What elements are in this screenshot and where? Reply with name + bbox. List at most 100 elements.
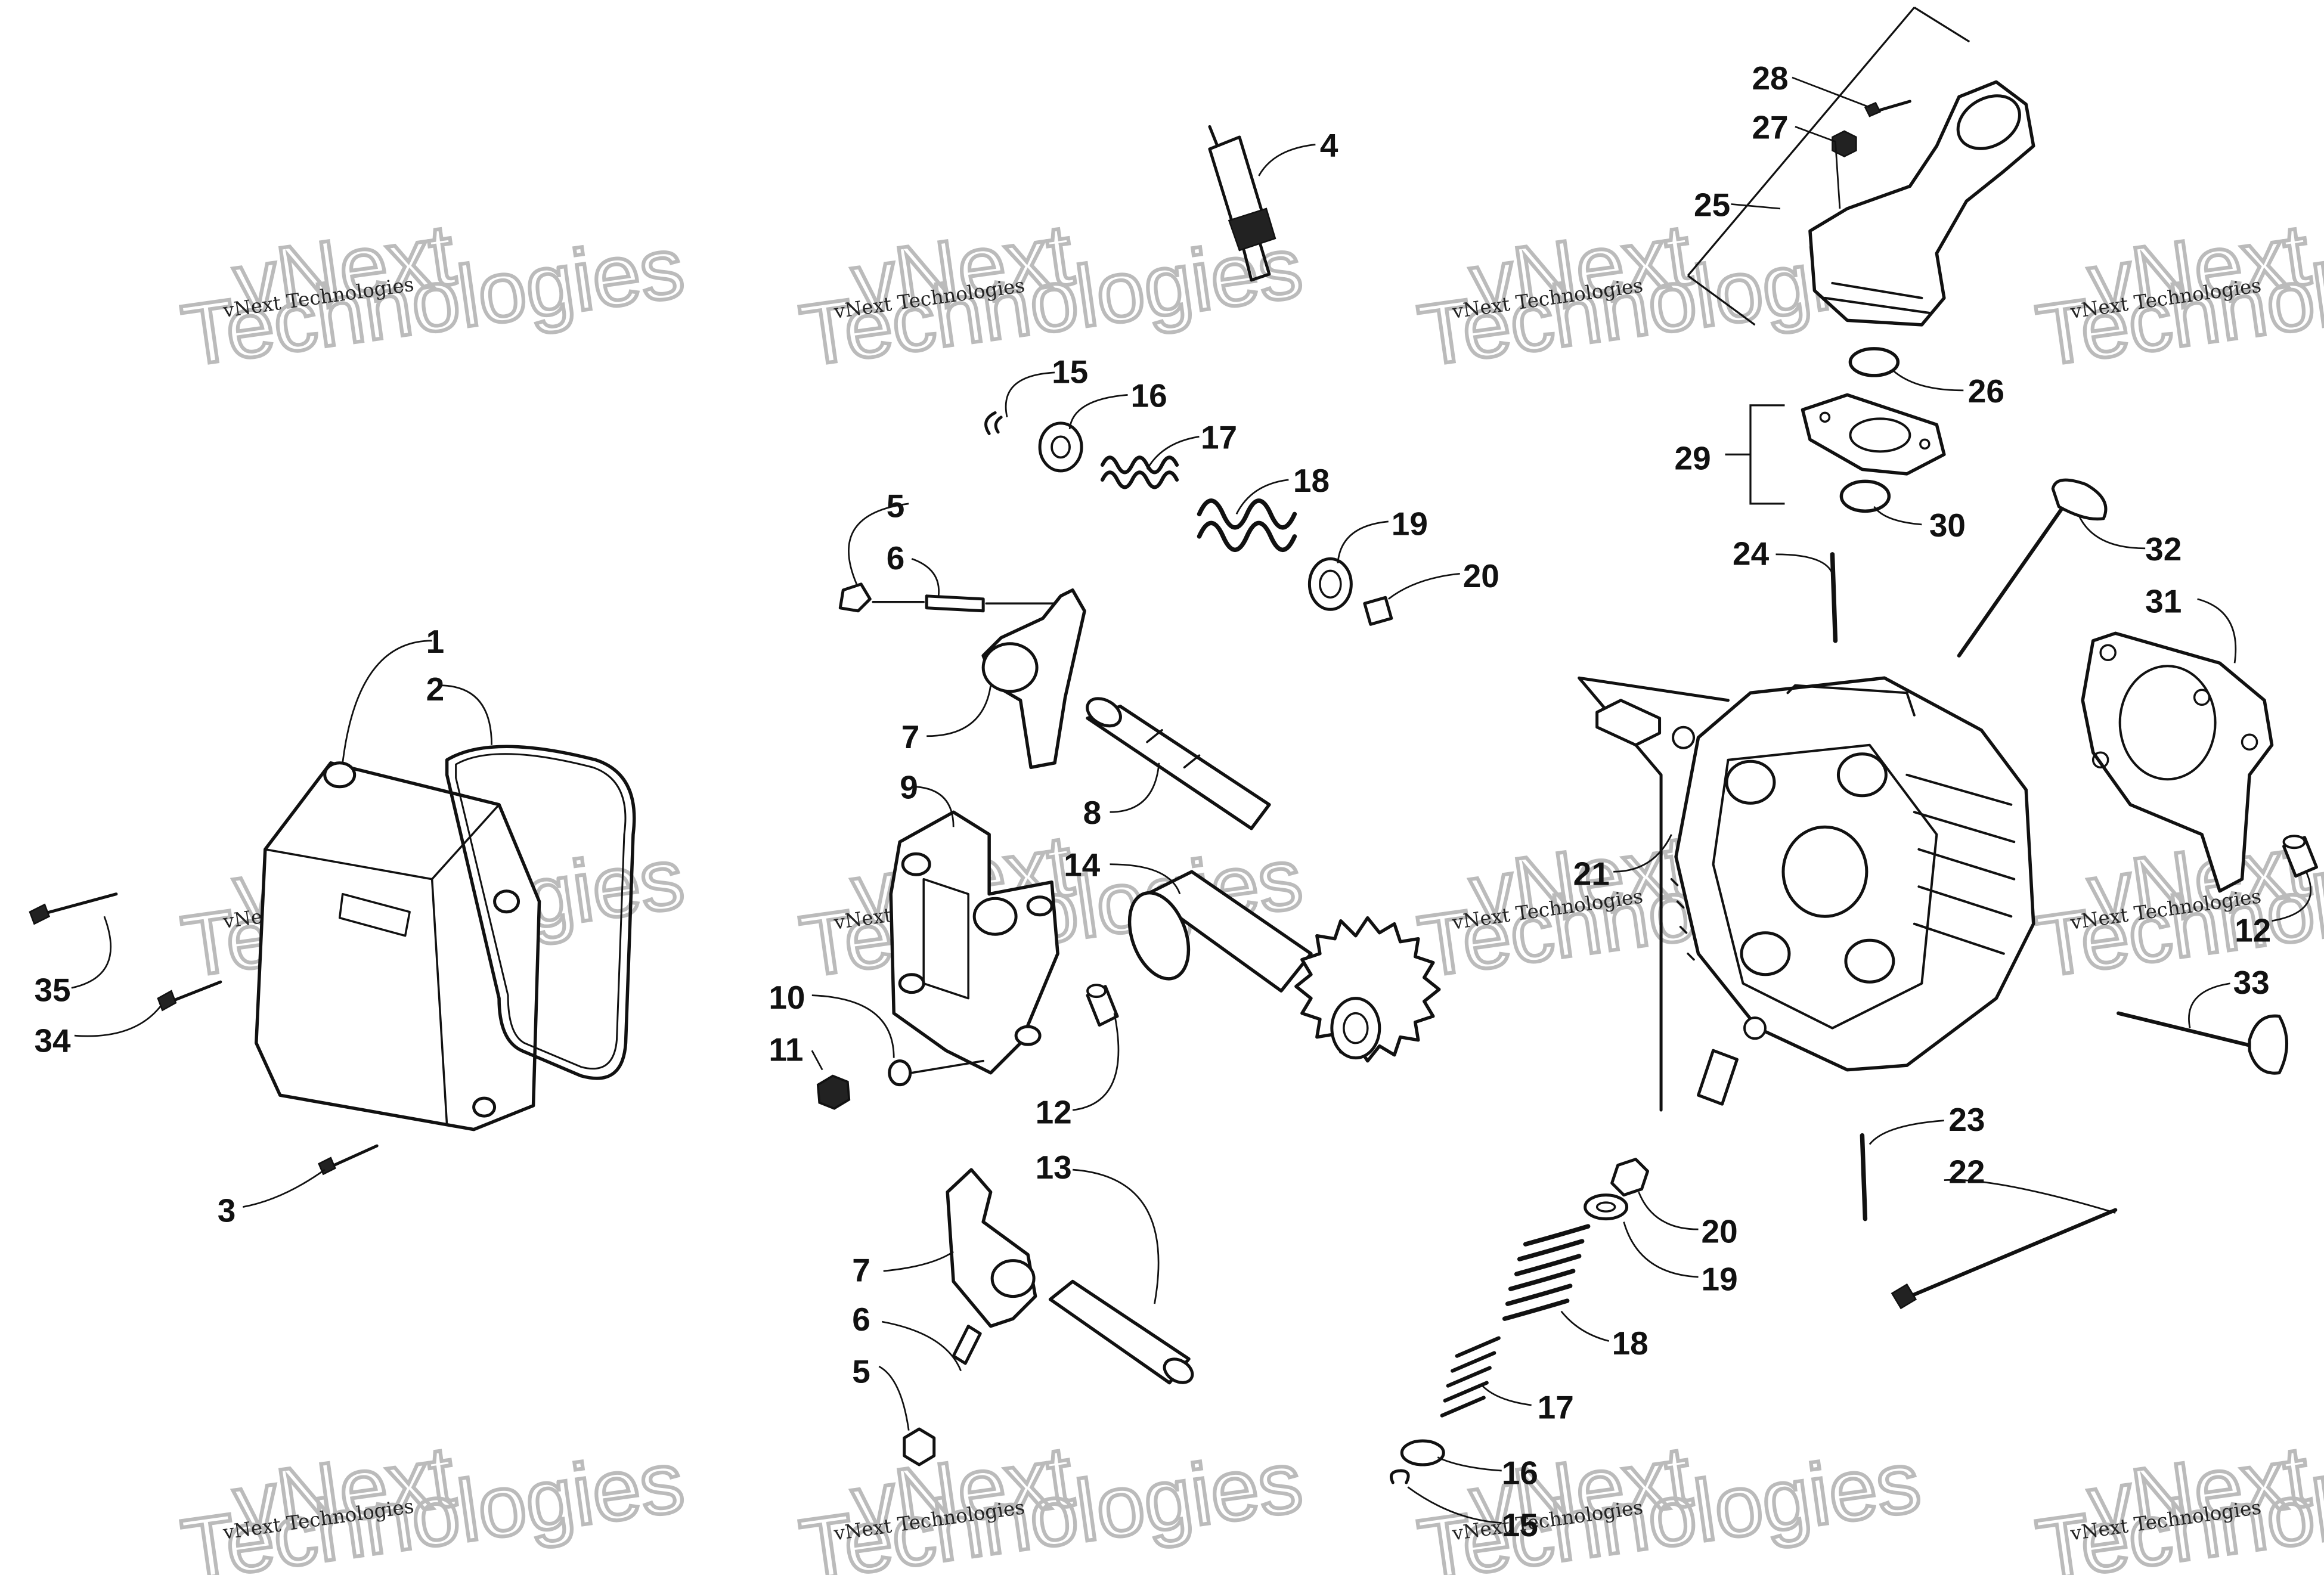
- nut-washer-drawing: [816, 1059, 984, 1110]
- callout-16-lower: 16: [1502, 1455, 1538, 1492]
- leader-line: [1146, 436, 1200, 470]
- callout-13: 13: [1036, 1149, 1072, 1186]
- head-cover-gasket-drawing: [445, 745, 636, 1080]
- cylinder-head-cover-drawing: [255, 761, 541, 1131]
- leader-line: [1407, 1486, 1502, 1524]
- spark-plug-drawing: [1208, 125, 1276, 282]
- watermark: vNext Technologies vNext Technologies: [2029, 1425, 2324, 1575]
- watermark: vNext Technologies vNext Technologies: [1411, 1425, 1928, 1575]
- callout-25: 25: [1694, 186, 1730, 223]
- leader-line: [71, 916, 112, 989]
- leader-line: [1891, 368, 1964, 392]
- camshaft-sprocket-drawing: [1127, 870, 1441, 1063]
- rocker-shaft-drawing: [1086, 697, 1271, 830]
- callout-18-lower: 18: [1612, 1325, 1649, 1362]
- leader-line: [1482, 1385, 1532, 1406]
- leader-line: [1560, 1310, 1609, 1342]
- leader-line: [342, 640, 432, 763]
- callout-21: 21: [1573, 855, 1610, 892]
- leader-line: [916, 786, 955, 827]
- callout-9: 9: [900, 769, 918, 806]
- group-bracket-29: [1725, 404, 1785, 505]
- o-ring-26-drawing: [1848, 347, 1900, 377]
- leader-line: [2197, 598, 2237, 664]
- callout-19-upper: 19: [1392, 505, 1428, 542]
- callout-5-upper: 5: [887, 487, 905, 524]
- bolt-35-drawing: [29, 892, 118, 925]
- watermark: vNext Technologies vNext Technologies: [2029, 204, 2324, 386]
- leader-line: [1869, 1120, 1944, 1145]
- leader-line: [2188, 982, 2230, 1028]
- leader-line: [2272, 871, 2312, 922]
- callout-8: 8: [1083, 794, 1102, 831]
- watermark: vNext Technologies vNext Technologies: [175, 1425, 691, 1575]
- callout-15-lower: 15: [1502, 1506, 1538, 1543]
- leader-lines: [71, 76, 2312, 1524]
- long-bolt-22-drawing: [1891, 1208, 2118, 1310]
- lower-rocker-arm-drawing: [903, 1168, 1037, 1467]
- callout-labels: 1 2 3 4 5 5 6 6 7 7 8 9 10 11 12 12 13 1…: [34, 60, 2271, 1543]
- leader-line: [1638, 1192, 1699, 1230]
- leader-line: [1005, 371, 1055, 418]
- callout-31: 31: [2145, 582, 2182, 619]
- intake-nut-bolt-drawing: [1832, 100, 1911, 157]
- leader-line: [439, 684, 492, 745]
- watermark: vNext Technologies vNext Technologies: [2029, 815, 2324, 997]
- o-ring-30-drawing: [1839, 479, 1891, 513]
- callout-20-lower: 20: [1702, 1213, 1738, 1250]
- callout-23: 23: [1948, 1101, 1985, 1138]
- upper-rocker-arm-drawing: [838, 582, 1086, 770]
- intake-pipe-drawing: [1808, 80, 2035, 327]
- callout-34: 34: [34, 1022, 71, 1059]
- leader-line: [1775, 553, 1833, 574]
- leader-line: [911, 558, 940, 596]
- leader-line: [883, 1251, 954, 1272]
- leader-line: [1437, 1456, 1502, 1472]
- callout-18-upper: 18: [1293, 462, 1330, 499]
- leader-line: [878, 1365, 910, 1431]
- camshaft-holder-drawing: [889, 810, 1059, 1075]
- callout-32: 32: [2145, 531, 2182, 568]
- leader-line: [1613, 834, 1672, 873]
- cylinder-gasket-drawing: [2081, 631, 2274, 893]
- watermark: vNext Technologies vNext Technologies: [793, 204, 1309, 386]
- leader-line: [243, 1169, 326, 1208]
- callout-30: 30: [1929, 507, 1966, 544]
- dowel-pin-12-right-drawing: [2282, 835, 2319, 878]
- leader-line: [1873, 506, 1922, 526]
- callout-33: 33: [2233, 964, 2270, 1001]
- valve-32-drawing: [1957, 478, 2108, 658]
- bolt-3-drawing: [318, 1144, 379, 1176]
- leader-line: [1110, 863, 1181, 895]
- callout-24: 24: [1733, 535, 1770, 572]
- leader-line: [1387, 572, 1460, 600]
- insulator-drawing: [1801, 393, 1946, 476]
- callout-26: 26: [1968, 373, 2004, 410]
- callout-15-upper: 15: [1052, 353, 1088, 390]
- stud-24-drawing: [1830, 552, 1838, 643]
- leader-line: [1623, 1221, 1699, 1278]
- leader-line: [74, 1005, 162, 1037]
- group-bracket-25: [1687, 7, 1970, 326]
- leader-line: [848, 503, 909, 585]
- callout-12-mid: 12: [1036, 1094, 1072, 1131]
- leader-line: [1337, 520, 1389, 563]
- leader-line: [1235, 479, 1289, 514]
- leader-line: [881, 1320, 962, 1372]
- lower-rocker-shaft-drawing: [1048, 1279, 1194, 1385]
- upper-valve-spring-set-drawing: [984, 411, 1393, 626]
- callout-20-upper: 20: [1463, 557, 1499, 594]
- callout-7-upper: 7: [901, 718, 920, 755]
- leader-line: [1110, 762, 1160, 813]
- watermark: vNext Technologies vNext Technologies: [793, 1425, 1309, 1575]
- callout-1: 1: [426, 623, 445, 660]
- leader-line: [926, 685, 992, 737]
- watermark: vNext Technologies vNext Technologies: [175, 204, 691, 386]
- callout-6-lower: 6: [852, 1301, 870, 1338]
- leader-line: [1068, 394, 1128, 430]
- callout-27: 27: [1752, 108, 1788, 145]
- callout-7-lower: 7: [852, 1252, 870, 1289]
- leader-line: [811, 1050, 823, 1071]
- cylinder-head-drawing: [1578, 676, 2035, 1112]
